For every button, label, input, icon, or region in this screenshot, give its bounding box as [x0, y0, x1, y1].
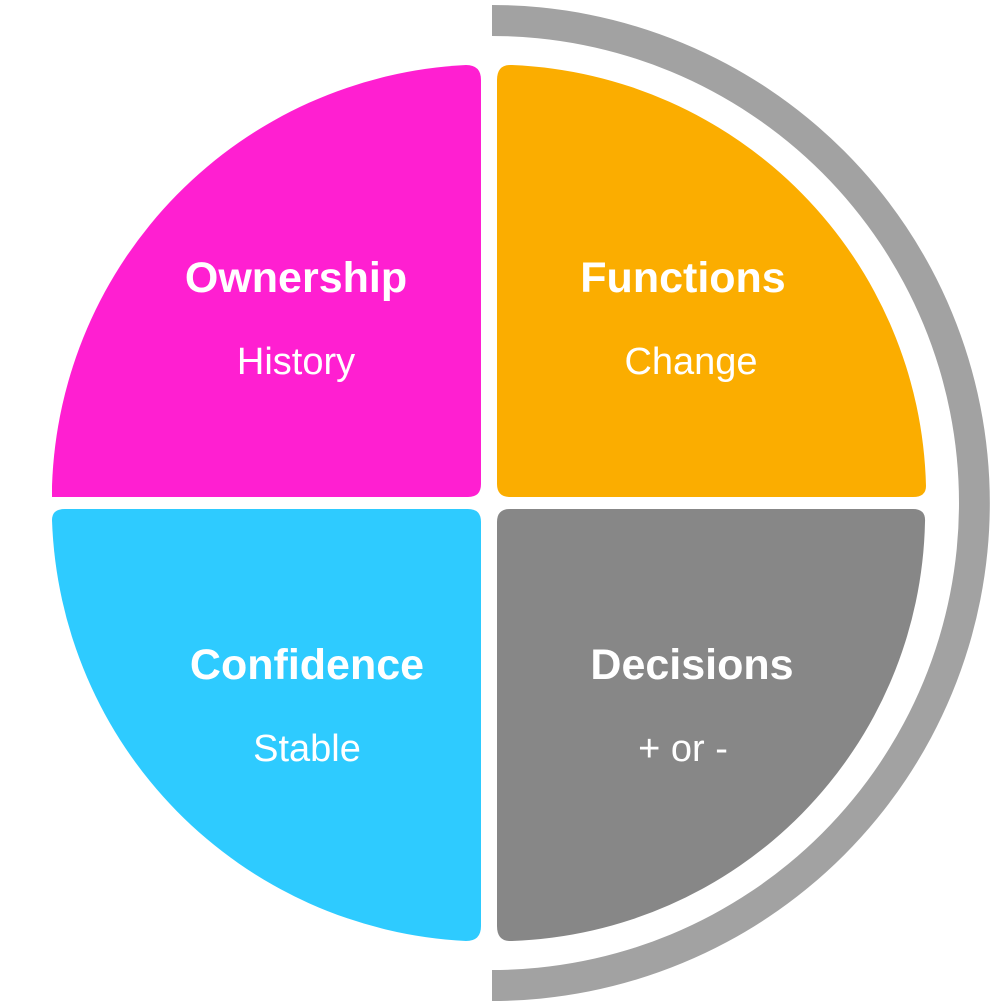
ownership-subtitle: History	[237, 341, 355, 383]
quadrant-functions	[497, 64, 926, 498]
decisions-subtitle: + or -	[638, 728, 728, 770]
functions-subtitle: Change	[624, 341, 757, 383]
decisions-title: Decisions	[590, 641, 793, 689]
confidence-subtitle: Stable	[253, 728, 361, 770]
quadrant-confidence	[52, 509, 481, 941]
quadrant-decisions	[497, 509, 926, 942]
quadrant-ownership	[52, 65, 481, 497]
functions-title: Functions	[580, 254, 785, 302]
ownership-title: Ownership	[185, 254, 407, 302]
confidence-title: Confidence	[190, 641, 424, 689]
